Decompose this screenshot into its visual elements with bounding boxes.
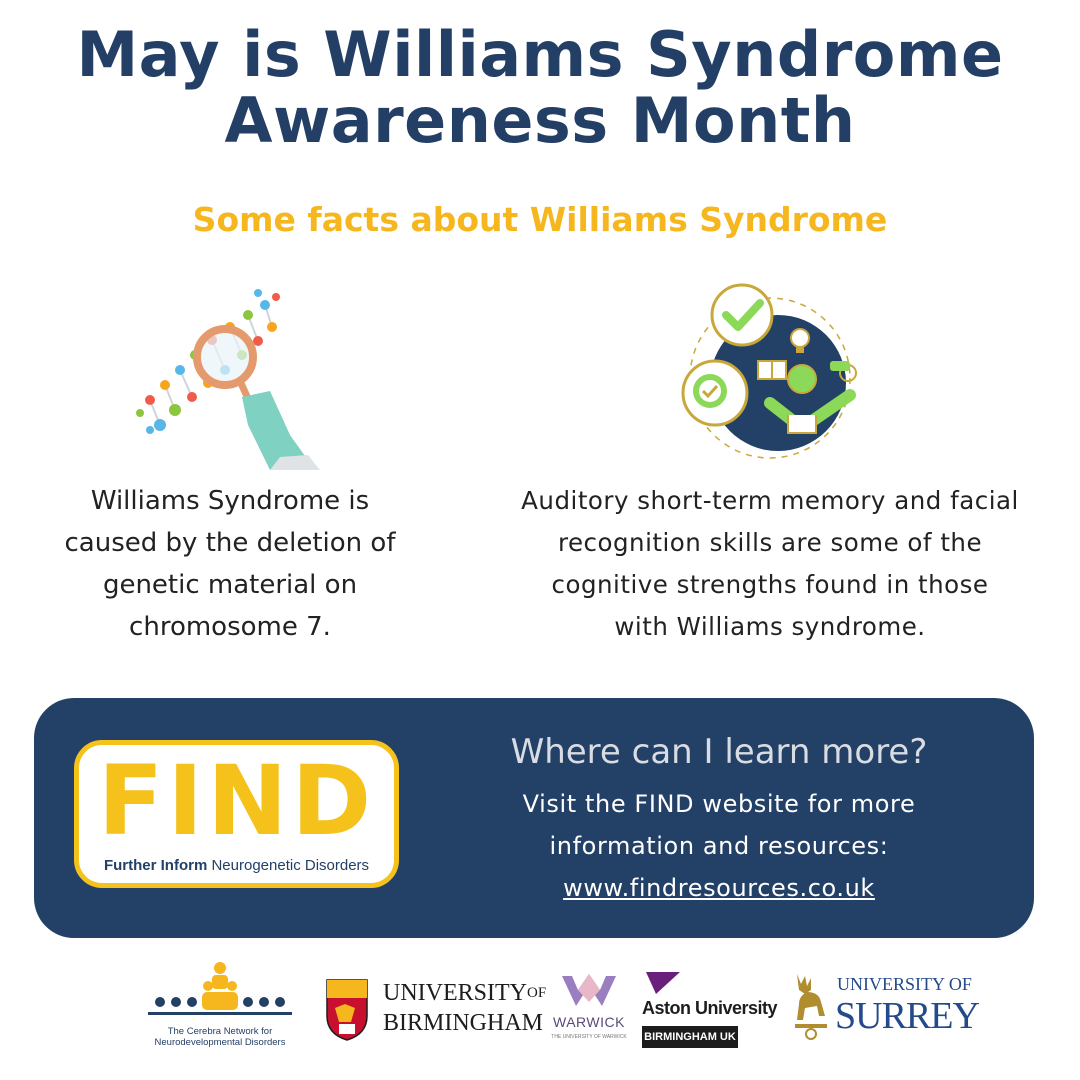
cognitive-strengths-icon — [681, 283, 857, 459]
fact-1-text: Williams Syndrome is caused by the delet… — [30, 480, 430, 648]
find-tagline-rest: Neurogenetic Disorders — [207, 857, 370, 874]
aston-logo: Aston University BIRMINGHAM UK — [642, 968, 778, 1054]
birmingham-of: OF — [527, 985, 547, 1001]
warwick-logo: WARWICK THE UNIVERSITY OF WARWICK — [550, 972, 628, 1052]
surrey-logo: UNIVERSITY OF SURREY — [785, 970, 980, 1050]
find-logo: FIND Further Inform Neurogenetic Disorde… — [74, 740, 399, 888]
dna-magnifier-icon — [136, 289, 320, 470]
learn-more-heading: Where can I learn more? — [510, 732, 928, 772]
cerebra-figures-icon — [148, 962, 292, 1015]
cerebra-line-1: The Cerebra Network for — [167, 1026, 273, 1037]
fact-1-line: Williams Syndrome is — [90, 486, 370, 516]
fact-1-line: chromosome 7. — [129, 612, 331, 642]
surrey-stag-icon — [795, 974, 827, 1040]
birmingham-university: UNIVERSITY — [383, 980, 527, 1006]
fact-2-line: Auditory short-term memory and facial — [521, 486, 1019, 515]
birmingham-crest-icon — [326, 979, 368, 1041]
surrey-university: UNIVERSITY OF — [837, 974, 972, 994]
page-subtitle: Some facts about Williams Syndrome — [192, 200, 888, 239]
fact-2-line: with Williams syndrome. — [614, 612, 926, 641]
aston-subtitle: BIRMINGHAM UK — [642, 1026, 738, 1048]
fact-1-line: caused by the deletion of — [64, 528, 396, 558]
title-line-2: Awareness Month — [224, 84, 856, 157]
page-title: May is Williams Syndrome Awareness Month — [0, 22, 1080, 154]
find-tagline-bold: Further Inform — [103, 857, 208, 874]
birmingham-name: BIRMINGHAM — [383, 1010, 544, 1036]
find-logo-tagline: Further Inform Neurogenetic Disorders — [79, 857, 394, 874]
fact-1-line: genetic material on — [102, 570, 358, 600]
aston-triangle-icon — [646, 972, 680, 994]
title-line-1: May is Williams Syndrome — [76, 18, 1004, 91]
fact-2-text: Auditory short-term memory and facial re… — [470, 480, 1070, 648]
fact-2-line: cognitive strengths found in those — [551, 570, 989, 599]
aston-name: Aston University — [642, 998, 778, 1018]
warwick-mark-icon — [562, 974, 616, 1006]
learn-more-line-1: Visit the FIND website for more — [522, 790, 916, 818]
warwick-subtitle: THE UNIVERSITY OF WARWICK — [551, 1034, 627, 1040]
learn-more-panel: FIND Further Inform Neurogenetic Disorde… — [34, 698, 1034, 938]
learn-more-line-2: information and resources: — [549, 832, 889, 860]
partner-logos: The Cerebra Network for Neurodevelopment… — [0, 960, 1080, 1070]
cerebra-line-2: Neurodevelopmental Disorders — [154, 1037, 286, 1048]
warwick-name: WARWICK — [553, 1014, 625, 1030]
surrey-name: SURREY — [835, 995, 980, 1037]
cerebra-logo: The Cerebra Network for Neurodevelopment… — [140, 960, 300, 1055]
find-website-link[interactable]: www.findresources.co.uk — [563, 874, 875, 902]
birmingham-logo: UNIVERSITYOF BIRMINGHAM — [325, 978, 546, 1050]
find-logo-word: FIND — [97, 745, 376, 857]
fact-2-line: recognition skills are some of the — [557, 528, 983, 557]
